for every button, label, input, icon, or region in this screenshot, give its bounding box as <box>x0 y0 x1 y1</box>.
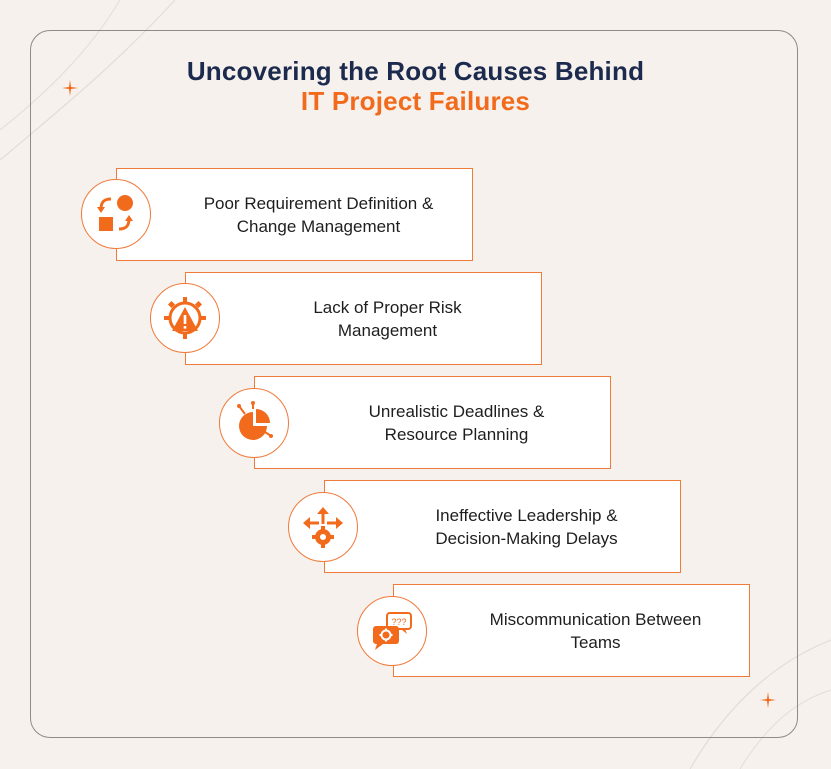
change-management-icon <box>97 195 133 231</box>
step-icon-container <box>150 283 220 353</box>
step-card-communication: Miscommunication Between Teams <box>393 584 750 677</box>
step-card-risk: Lack of Proper Risk Management <box>185 272 542 365</box>
step-card-deadlines: Unrealistic Deadlines & Resource Plannin… <box>254 376 611 469</box>
pie-chart-icon <box>237 401 273 440</box>
question-marks-text: ??? <box>391 617 406 627</box>
step-icon-container <box>288 492 358 562</box>
title-line-1: Uncovering the Root Causes Behind <box>186 56 645 86</box>
step-label: Ineffective Leadership & Decision-Making… <box>435 505 618 548</box>
step-label: Miscommunication Between Teams <box>489 609 702 652</box>
page-title: Uncovering the Root Causes Behind IT Pro… <box>0 56 831 116</box>
step-label: Unrealistic Deadlines & Resource Plannin… <box>368 401 545 444</box>
title-line-2: IT Project Failures <box>300 86 531 116</box>
decision-arrows-gear-icon <box>303 507 343 548</box>
step-label: Lack of Proper Risk Management <box>313 297 462 340</box>
content-panel <box>30 30 798 738</box>
risk-warning-gear-icon <box>164 297 206 339</box>
chat-bubbles-icon: ??? <box>373 612 412 650</box>
step-label: Poor Requirement Definition & Change Man… <box>203 193 434 236</box>
step-icon-container <box>219 388 289 458</box>
step-icon-container <box>81 179 151 249</box>
step-card-leadership: Ineffective Leadership & Decision-Making… <box>324 480 681 573</box>
step-icon-container: ??? <box>357 596 427 666</box>
sparkle-icon <box>62 80 78 96</box>
sparkle-icon <box>760 692 776 708</box>
step-card-requirements: Poor Requirement Definition & Change Man… <box>116 168 473 261</box>
